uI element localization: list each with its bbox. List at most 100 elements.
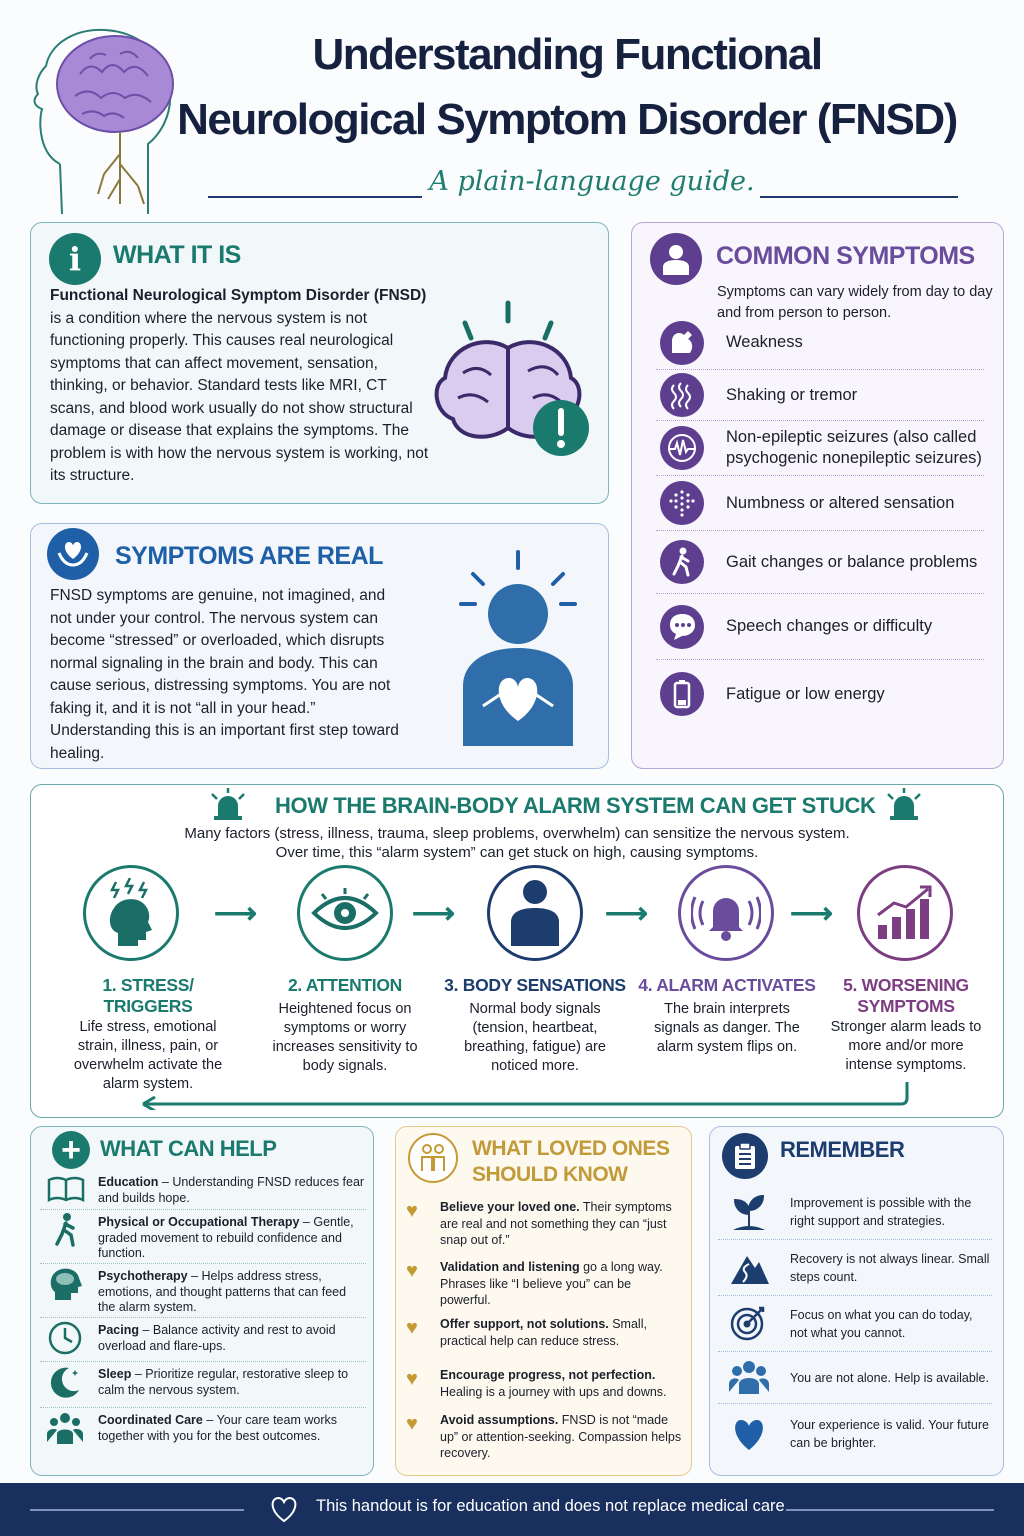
walking-person-icon (40, 1210, 92, 1263)
common-symptoms-title: COMMON SYMPTOMS (716, 242, 975, 270)
remember-item-text: Recovery is not always linear. Small ste… (790, 1251, 990, 1284)
head-brain-illustration (33, 28, 174, 214)
symptom-label: Weakness (726, 333, 803, 351)
help-item: Pacing – Balance activity and rest to av… (40, 1318, 366, 1362)
remember-item-text: Improvement is possible with the right s… (790, 1196, 972, 1228)
loved-ones-item-text: Small, practical help can reduce stress. (440, 1317, 647, 1348)
help-item: Physical or Occupational Therapy – Gentl… (40, 1210, 366, 1264)
moon-stars-icon (40, 1362, 92, 1407)
loved-ones-item-text: go a long way. Phrases like “I believe y… (440, 1260, 663, 1307)
brain-alert-icon (434, 300, 589, 456)
flow-arrow-2: ⟶ (412, 897, 456, 930)
eye-icon (311, 888, 379, 930)
loved-ones-title-line1: WHAT LOVED ONES (472, 1137, 670, 1160)
page-title-line2: Neurological Symptom Disorder (FNSD) (177, 95, 958, 144)
remember-item-text: You are not alone. Help is available. (790, 1370, 989, 1385)
brain-wave-icon (660, 426, 704, 470)
help-item-heading: Physical or Occupational Therapy (98, 1215, 300, 1229)
footer-rule-right (786, 1509, 994, 1511)
mountain-path-icon (718, 1248, 782, 1288)
what-it-is-card: i WHAT IT IS Functional Neurological Sym… (30, 222, 609, 504)
symptom-label: Non-epileptic seizures (also called psyc… (726, 428, 982, 467)
symptom-item: Shaking or tremor (656, 370, 984, 421)
loved-ones-item: ♥ Offer support, not solutions. Small, p… (406, 1316, 682, 1349)
step-5-title: 5. WORSENING SYMPTOMS (843, 975, 969, 1016)
symptom-label: Numbness or altered sensation (726, 493, 955, 512)
flow-arrow-3: ⟶ (605, 897, 649, 930)
two-people-icon (408, 1133, 458, 1183)
heart-icon: ♥ (406, 1368, 418, 1390)
loved-ones-item-heading: Believe your loved one. (440, 1200, 580, 1214)
symptom-item: Speech changes or difficulty (656, 594, 984, 660)
target-icon (718, 1304, 782, 1344)
step-3-title: 3. BODY SENSATIONS (444, 975, 626, 995)
heart-outline-icon (271, 1496, 297, 1523)
help-item: Sleep – Prioritize regular, restorative … (40, 1362, 366, 1408)
help-item-heading: Pacing (98, 1323, 139, 1337)
plus-icon: + (52, 1131, 90, 1169)
step-1-description: Life stress, emotional strain, illness, … (73, 1019, 223, 1092)
remember-item: Improvement is possible with the right s… (718, 1185, 992, 1240)
symptom-label: Shaking or tremor (726, 385, 858, 404)
loved-ones-title-line2: SHOULD KNOW (472, 1163, 628, 1186)
loved-ones-item: ♥ Believe your loved one. Their symptoms… (406, 1199, 682, 1249)
person-icon (650, 233, 702, 285)
loved-ones-item-heading: Encourage progress, not perfection. (440, 1368, 656, 1382)
help-item: Coordinated Care – Your care team works … (40, 1408, 366, 1454)
alarm-intro-line2: Over time, this “alarm system” can get s… (275, 844, 759, 861)
symptom-item: Fatigue or low energy (656, 660, 984, 728)
loved-ones-item: ♥ Encourage progress, not perfection. He… (406, 1367, 682, 1400)
speech-bubble-icon (660, 604, 704, 649)
remember-item-text: Focus on what you can do today, not what… (790, 1307, 973, 1340)
loved-ones-item-text: Their symptoms are real and not somethin… (440, 1200, 672, 1247)
symptom-item: Numbness or altered sensation (656, 476, 984, 531)
step-4-description: The brain interprets signals as danger. … (654, 1001, 800, 1055)
tingling-dots-icon (660, 481, 704, 525)
symptoms-real-title: SYMPTOMS ARE REAL (115, 542, 383, 570)
heart-icon: ♥ (406, 1260, 418, 1282)
step-1-title: 1. STRESS/ TRIGGERS (102, 975, 194, 1016)
loved-ones-item-heading: Offer support, not solutions. (440, 1317, 609, 1331)
loved-ones-item: ♥ Validation and listening go a long way… (406, 1259, 682, 1309)
remember-item: Recovery is not always linear. Small ste… (718, 1240, 992, 1296)
rising-bars-icon (877, 885, 932, 939)
symptom-label: Speech changes or difficulty (726, 617, 933, 635)
symptoms-real-card: SYMPTOMS ARE REAL FNSD symptoms are genu… (30, 523, 609, 769)
sprout-icon (718, 1192, 782, 1232)
help-item-heading: Psychotherapy (98, 1269, 188, 1283)
siren-icon-right (887, 788, 921, 820)
symptom-label: Fatigue or low energy (726, 684, 885, 703)
subtitle-rule-left (208, 196, 422, 198)
help-item-text: – Helps address stress, emotions, and th… (98, 1269, 347, 1314)
heart-icon: ♥ (406, 1200, 418, 1222)
step-1-circle (83, 865, 179, 961)
team-icon (40, 1408, 92, 1454)
remember-item: Focus on what you can do today, not what… (718, 1296, 992, 1352)
step-4-circle (678, 865, 774, 961)
siren-icon-left (211, 788, 245, 820)
remember-item-text: Your experience is valid. Your future ca… (790, 1418, 989, 1450)
remember-card (709, 1126, 1004, 1476)
subtitle-rule-right (760, 196, 958, 198)
help-item-heading: Sleep (98, 1367, 132, 1381)
help-item-text: – Prioritize regular, restorative sleep … (98, 1367, 349, 1397)
page-subtitle: A plain-language guide. (429, 166, 755, 197)
loved-ones-item-heading: Avoid assumptions. (440, 1413, 559, 1427)
step-2-description: Heightened focus on symptoms or worry in… (272, 1001, 418, 1074)
remember-title: REMEMBER (780, 1137, 905, 1162)
heart-hands-icon (47, 528, 99, 580)
help-item-text: – Balance activity and rest to avoid ove… (98, 1323, 336, 1353)
head-brain-icon (40, 1264, 92, 1317)
symptoms-real-body: FNSD symptoms are genuine, not imagined,… (50, 587, 399, 762)
common-symptoms-intro: Symptoms can vary widely from day to day… (717, 284, 993, 321)
symptom-item: Gait changes or balance problems (656, 531, 984, 594)
symptom-item: Weakness (656, 316, 984, 370)
remember-item: You are not alone. Help is available. (718, 1352, 992, 1404)
remember-item: Your experience is valid. Your future ca… (718, 1404, 992, 1464)
what-it-is-body: is a condition where the nervous system … (50, 309, 429, 485)
step-5-description: Stronger alarm leads to more and/or more… (830, 1019, 982, 1073)
heart-icon: ♥ (406, 1413, 418, 1435)
walking-person-icon (660, 540, 704, 584)
help-item-heading: Coordinated Care (98, 1413, 203, 1427)
alarm-intro-line1: Many factors (stress, illness, trauma, s… (184, 825, 850, 842)
